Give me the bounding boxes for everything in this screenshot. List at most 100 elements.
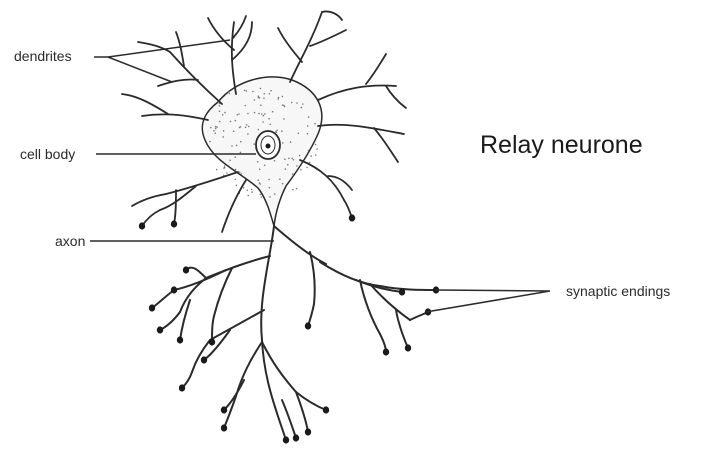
stipple-dot [240,126,242,128]
stipple-dot [316,148,318,150]
stipple-dot [258,129,260,131]
stipple-dot [223,136,225,138]
synaptic-knob [221,406,227,413]
stipple-dot [276,130,278,132]
stipple-dot [260,88,262,90]
stipple-dot [248,126,250,128]
synaptic-knob [183,266,189,273]
synaptic-knob [157,326,163,333]
stipple-dot [301,107,303,109]
stipple-dot [290,141,292,143]
nucleolus [266,144,271,149]
synaptic-knob [139,222,145,229]
synaptic-knob [201,356,207,363]
synaptic-knob [349,214,355,221]
stipple-dot [272,111,274,113]
stipple-dot [282,183,284,185]
stipple-dot [240,152,242,154]
stipple-dot [258,113,260,115]
stipple-dot [219,121,221,123]
stipple-dot [258,179,260,181]
stipple-dot [292,173,294,175]
stipple-dot [235,120,237,122]
stipple-dot [236,185,238,187]
stipple-dot [309,162,311,164]
stipple-dot [282,96,284,98]
stipple-dot [236,145,238,147]
stipple-dot [284,158,286,160]
stipple-dot [296,102,298,104]
synaptic-knob [179,384,185,391]
cell-body-label: cell body [20,146,75,162]
stipple-dot [235,169,237,171]
stipple-dot [291,158,293,160]
stipple-dot [275,131,277,133]
dendrites-label: dendrites [14,48,72,64]
stipple-dot [284,106,286,108]
stipple-dot [241,173,243,175]
stipple-dot [247,133,249,135]
stipple-dot [277,98,279,100]
synaptic-knob [305,428,311,435]
stipple-dot [285,168,287,170]
synaptic-knob [177,336,183,343]
stipple-dot [268,118,270,120]
synaptic-knob [149,304,155,311]
stipple-dot [239,172,241,174]
stipple-dot [306,167,308,169]
stipple-dot [296,165,298,167]
stipple-dot [235,156,237,158]
stipple-dot [246,124,248,126]
stipple-dot [308,116,310,118]
stipple-dot [259,182,261,184]
stipple-dot [229,160,231,162]
stipple-dot [244,90,246,92]
stipple-dot [215,128,217,130]
stipple-dot [224,112,226,114]
synaptic-knob [305,322,311,329]
stipple-dot [231,145,233,147]
stipple-dot [269,124,271,126]
stipple-dot [296,188,298,190]
synaptic-knob [399,288,405,295]
stipple-dot [247,195,249,197]
dendrites-leader [94,40,230,82]
synaptic-knob [323,406,329,413]
stipple-dot [282,104,284,106]
stipple-dot [263,115,265,117]
stipple-dot [269,196,271,198]
leader-lines [90,40,550,312]
stipple-dot [307,133,309,135]
stipple-dot [243,187,245,189]
stipple-dot [260,104,262,106]
stipple-dot [281,130,283,132]
stipple-dot [224,165,226,167]
stipple-dot [300,169,302,171]
stipple-dot [314,123,316,125]
synaptic-knob [221,424,227,431]
stipple-dot [269,187,271,189]
stipple-dot [247,113,249,115]
stipple-dot [268,179,270,181]
stipple-dot [279,178,281,180]
axon-terminal-branches [152,226,436,440]
stipple-dot [215,126,217,128]
stipple-dot [245,127,247,129]
stipple-dot [261,113,263,115]
stipple-dot [246,190,248,192]
stipple-dot [310,155,312,157]
stipple-dot [224,167,226,169]
stipple-dot [209,141,211,143]
stipple-dot [228,91,230,93]
diagram-title: Relay neurone [480,131,643,160]
stipple-dot [222,114,224,116]
axon-label: axon [55,233,85,249]
synaptic-knob [209,338,215,345]
stipple-dot [259,169,261,171]
stipple-dot [288,158,290,160]
stipple-dot [213,130,215,132]
stipple-dot [230,121,232,123]
stipple-dot [223,130,225,132]
stipple-dot [219,110,221,112]
